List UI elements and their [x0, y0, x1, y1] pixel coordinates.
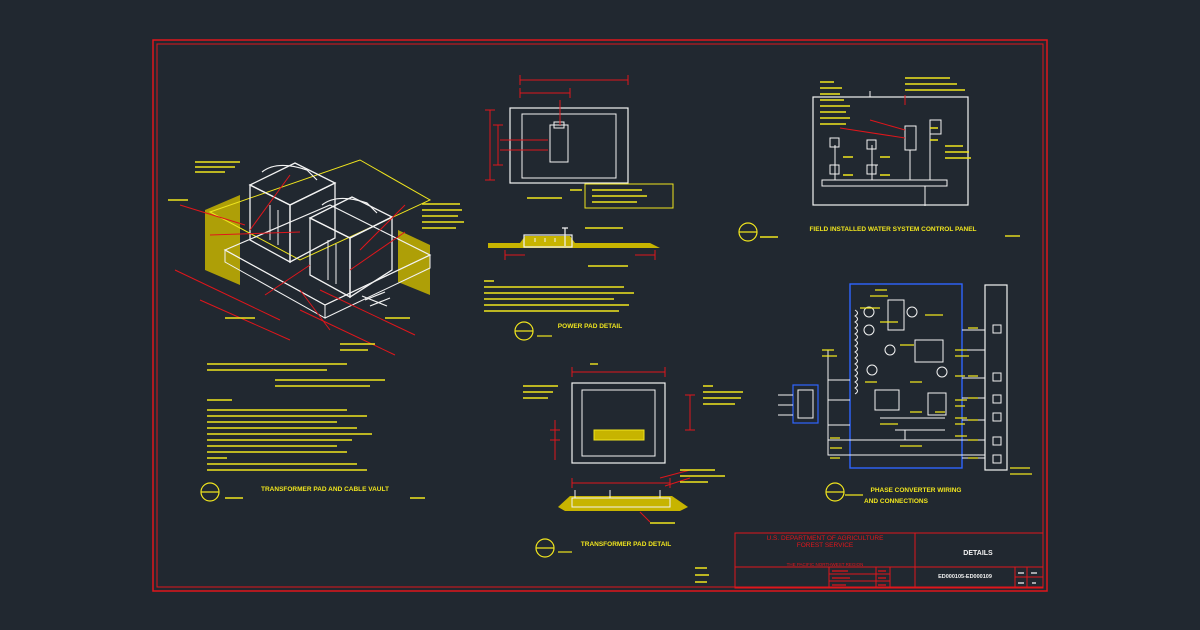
title-field-water-panel: FIELD INSTALLED WATER SYSTEM CONTROL PAN… — [809, 226, 976, 233]
power-pad-note-box — [527, 183, 674, 209]
phase-converter-diagram — [778, 283, 1008, 471]
agency-line-1: U.S. DEPARTMENT OF AGRICULTURE — [767, 535, 885, 542]
region-label: THE PACIFIC NORTHWEST REGION — [787, 562, 864, 567]
agency-line-2: FOREST SERVICE — [797, 542, 854, 549]
power-pad-callout — [514, 321, 552, 341]
phase-converter-callout — [825, 482, 845, 502]
transformer-pad-plan — [550, 367, 695, 464]
transformer-pad-callout — [535, 538, 572, 558]
transformer-vault-notes — [168, 161, 464, 499]
phase-converter-notes — [822, 289, 1032, 496]
sheet-number-marks — [1018, 572, 1037, 584]
transformer-vault-isometric — [174, 159, 432, 356]
water-panel-callout — [738, 222, 758, 242]
transformer-pad-section — [558, 469, 691, 523]
title-block-revision-marks — [832, 570, 886, 586]
title-transformer-pad-and-cable-vault: TRANSFORMER PAD AND CABLE VAULT — [261, 486, 389, 493]
title-transformer-pad-detail: TRANSFORMER PAD DETAIL — [581, 541, 671, 548]
title-phase-converter-line1: PHASE CONVERTER WIRING — [870, 487, 961, 494]
water-panel-diagram — [812, 91, 969, 206]
sheet-border — [152, 39, 1048, 592]
water-panel-notes — [760, 77, 1020, 238]
power-pad-plan — [485, 75, 629, 184]
transformer-pad-notes — [523, 363, 743, 583]
title-block — [734, 532, 1044, 589]
title-power-pad-detail: POWER PAD DETAIL — [558, 323, 622, 330]
title-phase-converter-line2: AND CONNECTIONS — [864, 498, 929, 505]
sheet-title: DETAILS — [963, 550, 993, 557]
drawing-number: ED000105-ED000109 — [938, 574, 992, 580]
power-pad-section — [484, 227, 660, 312]
transformer-vault-callout — [200, 482, 220, 502]
